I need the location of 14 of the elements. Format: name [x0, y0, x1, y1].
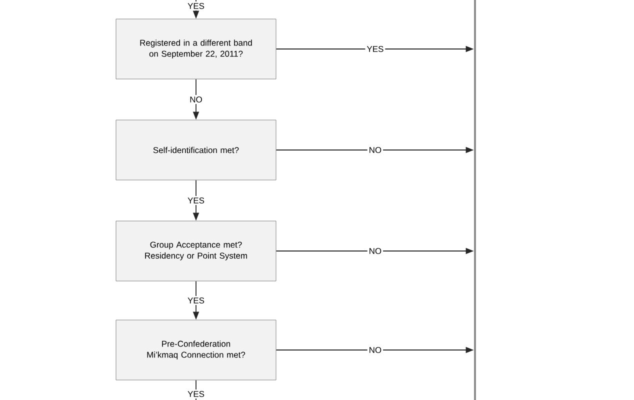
- edge-label: NO: [188, 95, 204, 104]
- edge-label: NO: [367, 246, 384, 256]
- decision-box: Group Acceptance met? Residency or Point System: [116, 220, 276, 282]
- edge-label: NO: [367, 346, 384, 354]
- decision-box: Registered in a different band on September 22, 2011?: [116, 18, 276, 80]
- decision-box: Self-identification met?: [116, 120, 276, 180]
- edge-label: YES: [186, 296, 206, 305]
- edge-label: YES: [186, 390, 206, 398]
- vertical-line: [474, 0, 476, 400]
- edge-label: YES: [186, 2, 206, 10]
- edge-label: NO: [367, 146, 384, 154]
- decision-box: Pre-Confederation Mi’kmaq Connection met?: [116, 320, 276, 380]
- edge-label: YES: [365, 44, 386, 54]
- edge-label: YES: [186, 196, 206, 205]
